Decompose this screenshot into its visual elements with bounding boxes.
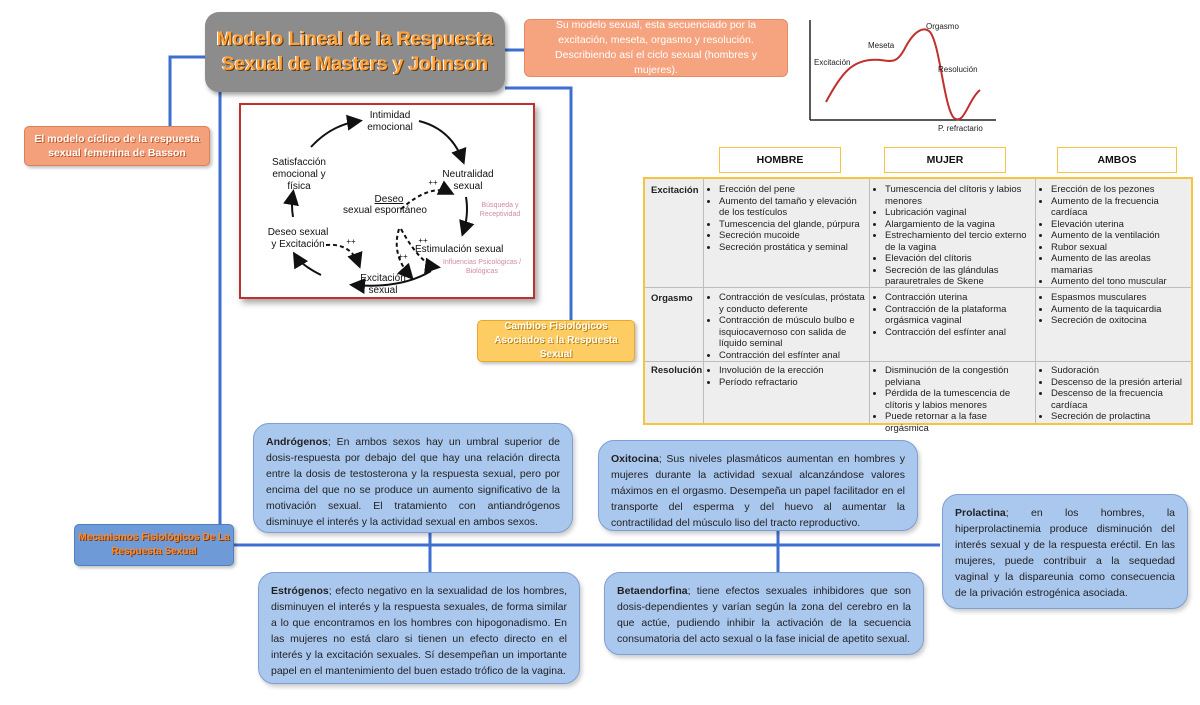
list-item: Descenso de la frecuencia cardíaca <box>1051 388 1187 411</box>
node-neutralidad: Neutralidad sexual <box>442 169 494 192</box>
card-term: Prolactina <box>955 507 1006 519</box>
list-item: Secreción de las glándulas parauretrales… <box>885 265 1031 288</box>
list-item: Espasmos musculares <box>1051 292 1187 304</box>
plus-mark-2: ++ <box>346 237 356 246</box>
list-item: Estrechamiento del tercio externo de la … <box>885 230 1031 253</box>
node-excitacion: Excitación sexual <box>360 273 406 296</box>
list-item: Aumento de la ventilación <box>1051 230 1187 242</box>
list-item: Contracción de vesículas, próstata y con… <box>719 292 865 315</box>
card-term: Oxitocina <box>611 453 659 465</box>
list-item: Descenso de la presión arterial <box>1051 377 1187 389</box>
plus-mark-3: ++ <box>418 236 428 245</box>
card-term: Estrógenos <box>271 585 329 597</box>
graph-label-excitacion: Excitación <box>814 58 851 67</box>
cell-excitacion-hombre: Erección del pene Aumento del tamaño y e… <box>707 184 865 253</box>
response-curve-graph: Orgasmo Meseta Excitación Resolución P. … <box>808 20 998 135</box>
row-label-excitacion: Excitación <box>651 185 699 196</box>
column-header-ambos: AMBOS <box>1057 147 1177 173</box>
list-item: Tumescencia del clítoris y labios menore… <box>885 184 1031 207</box>
cell-excitacion-mujer: Tumescencia del clítoris y labios menore… <box>873 184 1031 288</box>
list-item: Aumento del tamaño y elevación de los te… <box>719 196 865 219</box>
node-intimidad: Intimidad emocional <box>367 110 413 133</box>
label-busqueda: Búsqueda y Receptividad <box>479 202 521 218</box>
cycle-arrows <box>283 114 475 294</box>
list-item: Período refractario <box>719 377 865 389</box>
card-prolactina: Prolactina; en los hombres, la hiperprol… <box>942 494 1188 609</box>
list-item: Aumento del tono muscular <box>1051 276 1187 288</box>
plus-mark-4: ++ <box>398 252 408 261</box>
card-text: ; En ambos sexos hay un umbral superior … <box>266 436 560 528</box>
response-curve <box>809 20 996 121</box>
list-item: Erección de los pezones <box>1051 184 1187 196</box>
graph-label-resolucion: Resolución <box>938 65 978 74</box>
list-item: Secreción de prolactina <box>1051 411 1187 423</box>
list-item: Secreción de oxitocina <box>1051 315 1187 327</box>
cell-resolucion-ambos: Sudoración Descenso de la presión arteri… <box>1039 365 1187 423</box>
column-header-hombre: HOMBRE <box>719 147 841 173</box>
list-item: Contracción de músculo bulbo e isquiocav… <box>719 315 865 350</box>
list-item: Alargamiento de la vagina <box>885 219 1031 231</box>
card-estrogenos: Estrógenos; efecto negativo en la sexual… <box>258 572 580 684</box>
card-term: Andrógenos <box>266 436 328 448</box>
cell-orgasmo-hombre: Contracción de vesículas, próstata y con… <box>707 292 865 361</box>
list-item: Erección del pene <box>719 184 865 196</box>
list-item: Disminución de la congestión pelviana <box>885 365 1031 388</box>
list-item: Sudoración <box>1051 365 1187 377</box>
card-text: ; en los hombres, la hiperprolactinemia … <box>955 507 1175 599</box>
list-item: Tumescencia del glande, púrpura <box>719 219 865 231</box>
column-header-mujer: MUJER <box>884 147 1006 173</box>
node-deseo-excitacion: Deseo sexual y Excitación <box>267 227 329 250</box>
card-text: ; tiene efectos sexuales inhibidores que… <box>617 585 911 645</box>
list-item: Contracción uterina <box>885 292 1031 304</box>
cell-resolucion-hombre: Involución de la erección Período refrac… <box>707 365 865 388</box>
plus-mark-1: ++ <box>428 178 438 187</box>
list-item: Puede retornar a la fase orgásmica <box>885 411 1031 434</box>
list-item: Rubor sexual <box>1051 242 1187 254</box>
graph-label-meseta: Meseta <box>868 41 895 50</box>
basson-cycle-diagram: Intimidad emocional Neutralidad sexual E… <box>239 103 535 299</box>
list-item: Pérdida de la tumescencia de clítoris y … <box>885 388 1031 411</box>
cambios-fisiologicos-box: Cambios Fisiológicos Asociados a la Resp… <box>477 320 635 362</box>
list-item: Elevación uterina <box>1051 219 1187 231</box>
node-deseo: Deseo <box>374 194 404 205</box>
physiological-changes-table: Excitación Orgasmo Resolución Erección d… <box>643 177 1193 434</box>
cell-excitacion-ambos: Erección de los pezones Aumento de la fr… <box>1039 184 1187 288</box>
card-oxitocina: Oxitocina; Sus niveles plasmáticos aumen… <box>598 440 918 531</box>
node-deseo-espontaneo: sexual espontáneo <box>343 205 427 216</box>
node-satisfaccion: Satisfacción emocional y física <box>272 157 326 192</box>
list-item: Contracción del esfínter anal <box>885 327 1031 339</box>
list-item: Secreción prostática y seminal <box>719 242 865 254</box>
list-item: Aumento de la frecuencia cardíaca <box>1051 196 1187 219</box>
card-text: ; Sus niveles plasmáticos aumentan en ho… <box>611 453 905 529</box>
main-title-text: Modelo Lineal de la Respuesta Sexual de … <box>216 29 494 75</box>
list-item: Aumento de las areolas mamarias <box>1051 253 1187 276</box>
cell-resolucion-mujer: Disminución de la congestión pelviana Pé… <box>873 365 1031 434</box>
card-androgenos: Andrógenos; En ambos sexos hay un umbral… <box>253 423 573 533</box>
list-item: Elevación del clítoris <box>885 253 1031 265</box>
card-betaendorfina: Betaendorfina; tiene efectos sexuales in… <box>604 572 924 655</box>
cell-orgasmo-mujer: Contracción uterina Contracción de la pl… <box>873 292 1031 338</box>
node-estimulacion: Estimulación sexual <box>415 244 504 255</box>
card-term: Betaendorfina <box>617 585 688 597</box>
graph-label-orgasmo: Orgasmo <box>926 22 959 31</box>
list-item: Contracción del esfínter anal <box>719 350 865 362</box>
cell-orgasmo-ambos: Espasmos musculares Aumento de la taquic… <box>1039 292 1187 327</box>
graph-label-refractario: P. refractario <box>938 124 983 133</box>
row-label-orgasmo: Orgasmo <box>651 293 693 304</box>
main-title: Modelo Lineal de la Respuesta Sexual de … <box>205 12 505 92</box>
list-item: Contracción de la plataforma orgásmica v… <box>885 304 1031 327</box>
mecanismos-fisiologicos-box: Mecanismos Fisiológicos De La Respuesta … <box>74 524 234 566</box>
list-item: Involución de la erección <box>719 365 865 377</box>
list-item: Aumento de la taquicardia <box>1051 304 1187 316</box>
list-item: Lubricación vaginal <box>885 207 1031 219</box>
row-label-resolucion: Resolución <box>651 365 703 376</box>
list-item: Secreción mucoide <box>719 230 865 242</box>
label-influencias: Influencias Psicológicas / Biológicas <box>442 259 522 275</box>
card-text: ; efecto negativo en la sexualidad de lo… <box>271 585 567 677</box>
basson-model-box: El modelo cíclico de la respuesta sexual… <box>24 126 210 166</box>
model-description: Su modelo sexual, esta secuenciado por l… <box>524 19 788 77</box>
